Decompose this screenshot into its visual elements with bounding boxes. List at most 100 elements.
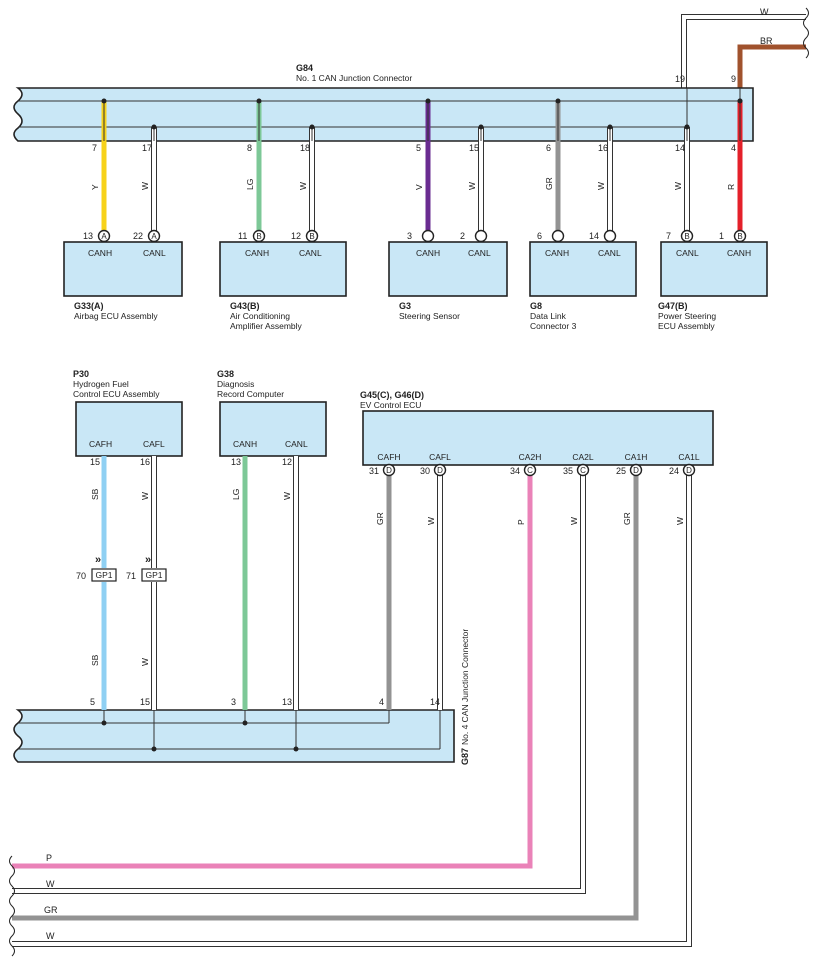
g43-name-line1: Air Conditioning <box>230 311 290 321</box>
top-branch-wires <box>101 98 743 242</box>
top-ecu-pin-letter: B <box>737 232 742 241</box>
g38-code: LG <box>231 489 241 500</box>
top-ecu-pin <box>733 229 747 243</box>
g38-code: W <box>282 492 292 500</box>
ev-code: W <box>426 517 436 525</box>
ev-pin <box>523 463 537 477</box>
g84-pin-15: 15 <box>469 143 479 153</box>
ev-code: GR <box>622 512 632 525</box>
g38-pin-num: 13 <box>231 457 241 467</box>
g43-canl-label: CANL <box>299 248 322 258</box>
g87-pin-num: 5 <box>90 697 95 707</box>
g3-name: Steering Sensor <box>399 311 460 321</box>
ecu-g43: CANH CANL G43(B) Air Conditioning Amplif… <box>219 241 347 331</box>
g8-canh-label: CANH <box>545 248 569 258</box>
ev-pin-label: CAFH <box>377 452 400 462</box>
ecu-p30: P30 Hydrogen Fuel Control ECU Assembly C… <box>73 369 183 457</box>
g38-box <box>219 401 327 457</box>
ecu-g3: CANH CANL G3 Steering Sensor <box>388 241 508 321</box>
top-branch-code: R <box>726 184 736 190</box>
ev-name: EV Control ECU <box>360 400 421 410</box>
g84-pin-19: 19 <box>675 74 685 84</box>
junction-dot <box>425 98 431 104</box>
ev-pin <box>682 463 696 477</box>
junction-dot <box>101 98 107 104</box>
g84-pin-14: 14 <box>675 143 685 153</box>
g8-id: G8 <box>530 301 542 311</box>
junction-dot <box>293 746 299 752</box>
g8-box <box>529 241 637 297</box>
g47-canh-label: CANH <box>727 248 751 258</box>
top-incoming-wires: W BR <box>681 7 809 88</box>
g84-pin-9: 9 <box>731 74 736 84</box>
bottom-wire-w2 <box>12 475 691 946</box>
p30-pin-num: 16 <box>140 457 150 467</box>
top-branch-code: W <box>596 182 606 190</box>
top-ecu-pin-num: 2 <box>460 231 465 241</box>
g3-canl-label: CANL <box>468 248 491 258</box>
g38-canl-label: CANL <box>285 439 308 449</box>
g87-pin-num: 15 <box>140 697 150 707</box>
junction-dot <box>684 124 690 130</box>
g84-pin-18: 18 <box>300 143 310 153</box>
lower-wires <box>101 456 443 752</box>
g87-box <box>13 709 455 763</box>
gp1-pin-num: 71 <box>126 571 136 581</box>
ev-pin-letter: C <box>527 466 533 475</box>
gp1-label: GP1 <box>145 570 162 580</box>
top-branch-code: Y <box>90 184 100 190</box>
ev-pin-label: CA2H <box>519 452 542 462</box>
g33-name: Airbag ECU Assembly <box>74 311 158 321</box>
top-ecu-pin-letter: B <box>684 232 689 241</box>
g38-name-line1: Diagnosis <box>217 379 254 389</box>
top-ecu-pin <box>305 229 319 243</box>
ev-pin <box>629 463 643 477</box>
top-ecu-pin-num: 3 <box>407 231 412 241</box>
g47-id: G47(B) <box>658 301 688 311</box>
top-break-mark <box>803 7 809 59</box>
g43-canh-label: CANH <box>245 248 269 258</box>
ecu-g47: CANL CANH G47(B) Power Steering ECU Asse… <box>658 241 768 331</box>
top-ecu-pin <box>680 229 694 243</box>
junction-dot <box>737 98 743 104</box>
ecu-g38: G38 Diagnosis Record Computer CANH CANL <box>217 369 327 457</box>
g38-id: G38 <box>217 369 234 379</box>
bottom-wire-gr-code: GR <box>44 905 58 915</box>
g38-canh-label: CANH <box>233 439 257 449</box>
junction-dot <box>555 98 561 104</box>
g87-junction-connector: G87 No. 4 CAN Junction Connector <box>13 629 470 765</box>
p30-cafl-label: CAFL <box>143 439 165 449</box>
ev-pin-num: 35 <box>563 466 573 476</box>
g38-name-line2: Record Computer <box>217 389 284 399</box>
bottom-wire-w1-code: W <box>46 879 55 889</box>
g3-id: G3 <box>399 301 411 311</box>
ev-id: G45(C), G46(D) <box>360 390 424 400</box>
p30-code-lower: SB <box>90 654 100 666</box>
p30-pin-num: 15 <box>90 457 100 467</box>
p30-id: P30 <box>73 369 89 379</box>
top-branch-code: GR <box>544 177 554 190</box>
p30-code-upper: SB <box>90 488 100 500</box>
bottom-wire-p <box>12 475 533 869</box>
top-ecu-pin-letter: A <box>101 232 107 241</box>
top-ecu-pin-letter: A <box>151 232 157 241</box>
top-ecu-pin-letter: B <box>309 232 314 241</box>
g8-name-line2: Connector 3 <box>530 321 577 331</box>
g84-pin-17: 17 <box>142 143 152 153</box>
ev-code: W <box>675 517 685 525</box>
bottom-break-mark <box>9 855 15 957</box>
top-ecu-pin <box>603 229 617 243</box>
bottom-wire-w1 <box>12 475 585 893</box>
g87-pin-num: 3 <box>231 697 236 707</box>
g84-id: G84 <box>296 63 313 73</box>
bottom-wire-p-code: P <box>46 853 52 863</box>
top-ecu-pin <box>474 229 488 243</box>
top-ecu-pin <box>147 229 161 243</box>
g47-name-line1: Power Steering <box>658 311 716 321</box>
junction-dot <box>151 746 157 752</box>
g43-id: G43(B) <box>230 301 260 311</box>
p30-cafh-label: CAFH <box>89 439 112 449</box>
ev-pin-num: 25 <box>616 466 626 476</box>
g33-id: G33(A) <box>74 301 104 311</box>
g84-pin-6: 6 <box>546 143 551 153</box>
